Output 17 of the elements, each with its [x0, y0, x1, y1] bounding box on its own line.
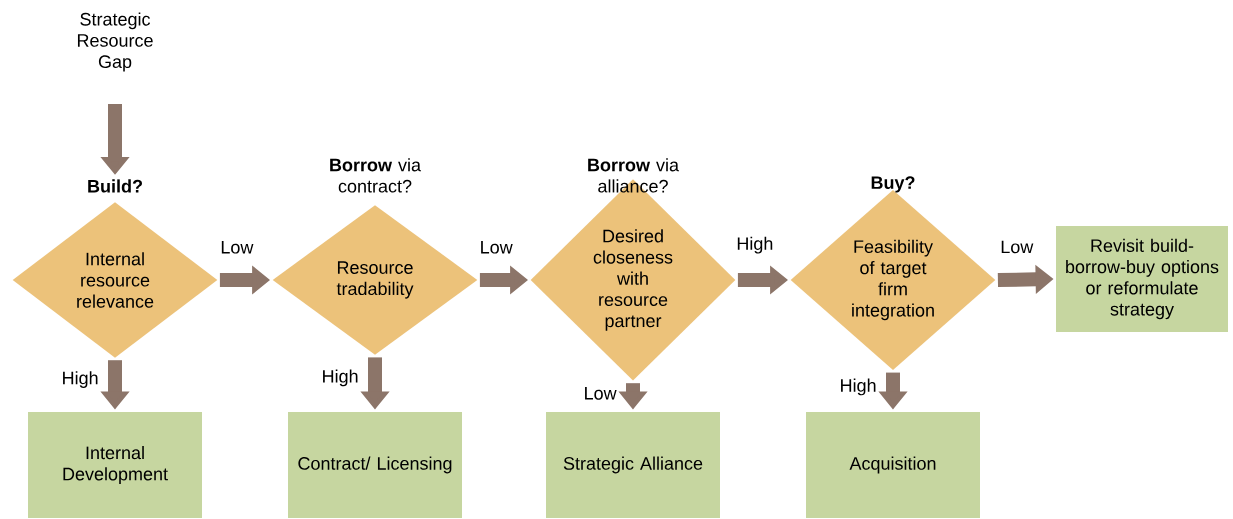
outcome-box: Contract/ Licensing — [288, 412, 462, 518]
outcome-box: Acquisition — [806, 412, 980, 518]
edge-label: High — [737, 236, 773, 254]
edge-label: Low — [1001, 240, 1034, 254]
outcome-box: Internal Development — [28, 412, 202, 518]
edge-label: Low — [585, 387, 617, 400]
edge-label: Low — [221, 241, 254, 254]
question-heading: Build? — [88, 179, 142, 193]
edge-label: High — [63, 371, 98, 388]
edge-label: High — [841, 378, 876, 396]
question-heading: Borrow via alliance? — [588, 158, 679, 193]
outcome-box: Strategic Alliance — [546, 412, 720, 518]
source-label: Strategic Resource Gap — [77, 12, 153, 72]
outcome-box: Revisit build-borrow-buy options or reformulate strategy — [1056, 226, 1228, 332]
edge-label: Low — [481, 241, 513, 254]
question-heading: Borrow via contract? — [330, 158, 421, 193]
edge-label: High — [323, 369, 358, 387]
